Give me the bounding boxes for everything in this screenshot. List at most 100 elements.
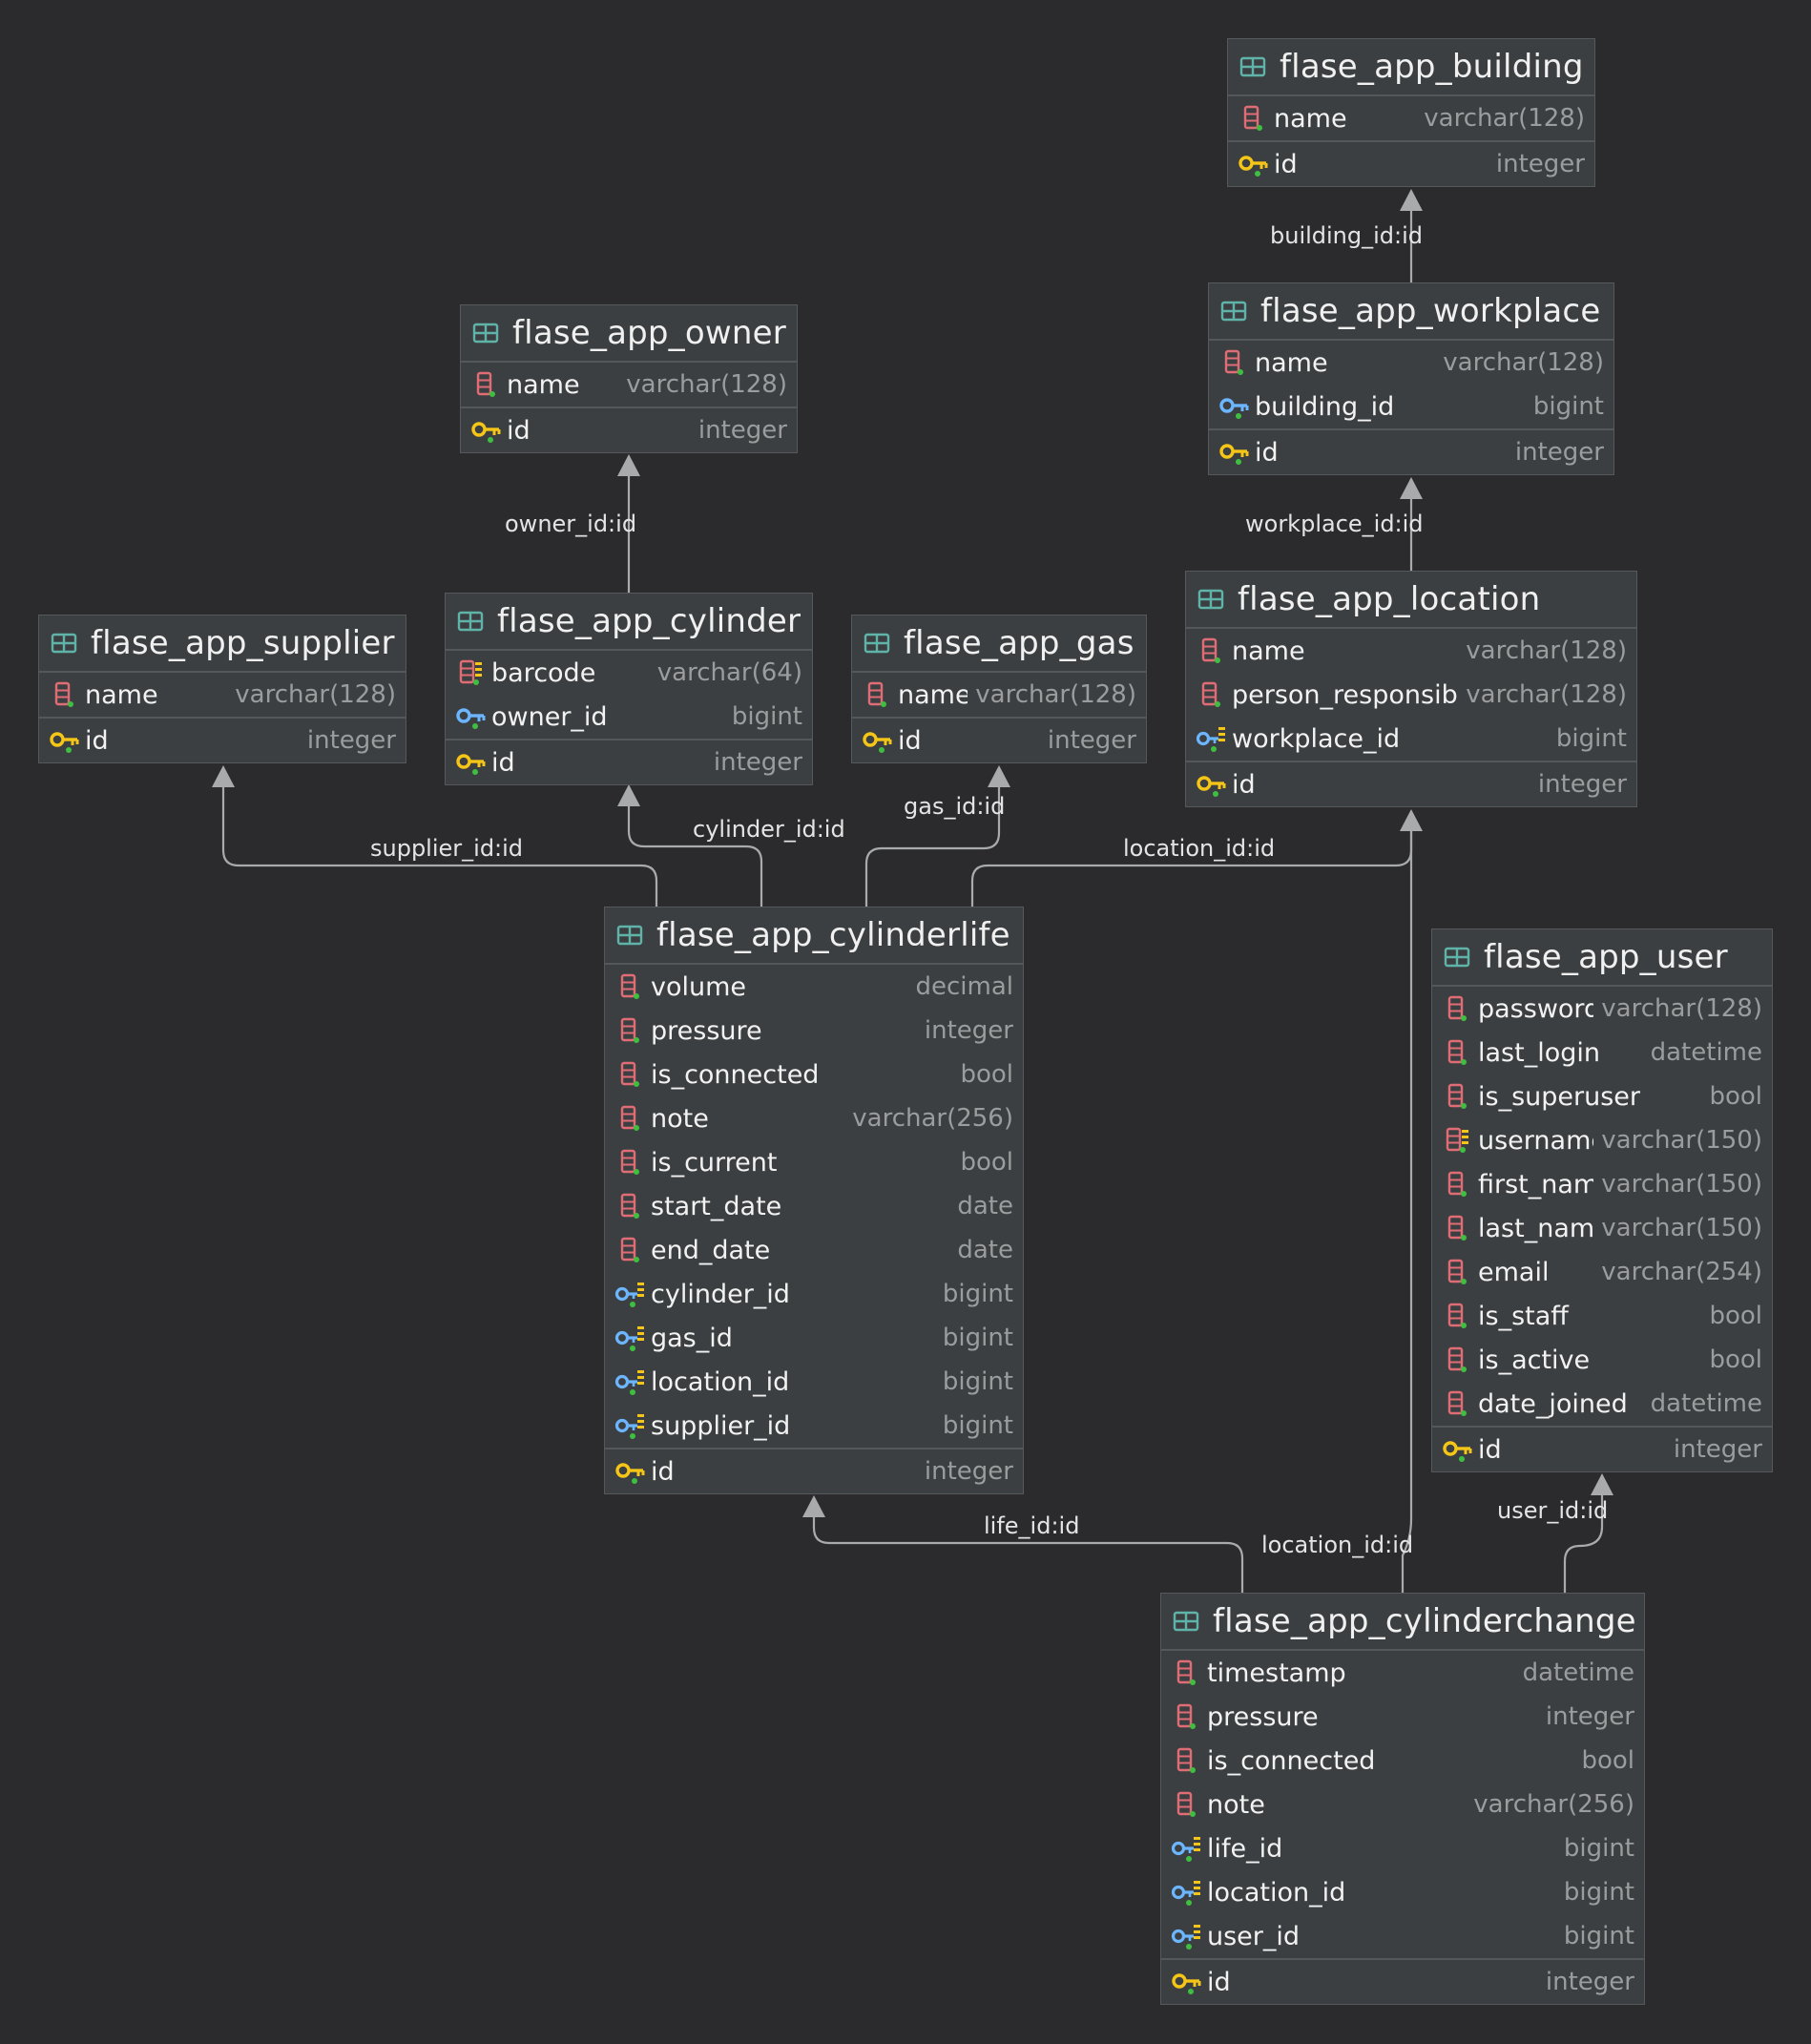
foreign-key-indexed-icon [614, 1324, 647, 1352]
table-header[interactable]: flase_app_gas [852, 615, 1146, 673]
table-icon [1220, 300, 1247, 323]
table-icon [51, 632, 77, 655]
column-icon [1442, 1038, 1474, 1067]
column-type: varchar(128) [1466, 680, 1627, 709]
table-header[interactable]: flase_app_building [1228, 39, 1594, 96]
table-header[interactable]: flase_app_user [1432, 929, 1772, 987]
table-header[interactable]: flase_app_location [1186, 572, 1636, 629]
table-title: flase_app_cylinderchange [1213, 1602, 1636, 1640]
table-header[interactable]: flase_app_owner [461, 305, 797, 363]
table-header[interactable]: flase_app_cylinder [446, 594, 812, 651]
column-icon [1442, 1082, 1474, 1111]
column-type: varchar(150) [1601, 1214, 1762, 1242]
column-icon [1196, 636, 1228, 665]
column-icon [470, 370, 503, 399]
column-row-username[interactable]: usernamevarchar(150) [1432, 1118, 1772, 1162]
column-name: is_connected [651, 1059, 820, 1090]
edge-label-cylinder-id: cylinder_id:id [693, 816, 845, 843]
arrowhead-supplier [212, 765, 235, 787]
table-flase-app-cylinderchange[interactable]: flase_app_cylinderchange timestamp datetim… [1160, 1593, 1645, 2005]
column-icon [1196, 680, 1228, 709]
table-header[interactable]: flase_app_cylinderchange [1161, 1594, 1644, 1651]
column-type: datetime [1522, 1658, 1634, 1687]
column-name: id [491, 747, 515, 778]
column-name: last_login [1478, 1037, 1600, 1068]
column-name: is_staff [1478, 1301, 1569, 1331]
table-icon [1197, 588, 1224, 611]
table-header[interactable]: flase_app_supplier [39, 615, 406, 673]
column-type: integer [1673, 1435, 1762, 1464]
table-header[interactable]: flase_app_cylinderlife [605, 907, 1023, 965]
column-type: bigint [1555, 724, 1627, 753]
column-name: start_date [651, 1191, 782, 1221]
edge-label-building-id: building_id:id [1270, 222, 1423, 249]
edge-supplier-id [221, 782, 658, 907]
table-header[interactable]: flase_app_workplace [1209, 283, 1613, 341]
column-name: timestamp [1207, 1658, 1346, 1688]
foreign-key-indexed-icon [614, 1411, 647, 1440]
arrowhead-user [1591, 1473, 1613, 1495]
column-type: bigint [942, 1411, 1013, 1440]
column-type: varchar(254) [1601, 1258, 1762, 1286]
column-icon [1171, 1702, 1203, 1731]
column-row-timestamp[interactable]: timestamp datetime [1161, 1651, 1644, 1695]
column-type: varchar(128) [626, 370, 787, 399]
